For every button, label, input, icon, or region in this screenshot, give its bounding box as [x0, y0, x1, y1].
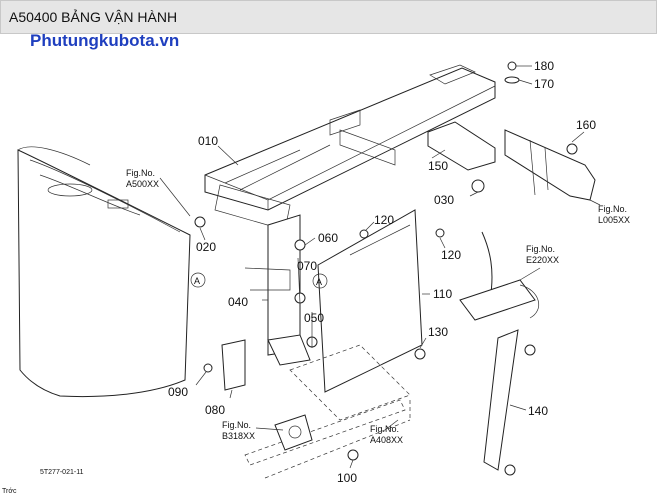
figref-b318-label: Fig.No. — [222, 420, 251, 430]
callout-020: 020 — [196, 240, 216, 254]
page-title: A50400 BẢNG VẬN HÀNH — [9, 9, 178, 25]
ref-mark-a-right: A — [312, 273, 328, 289]
bracket-040 — [244, 214, 311, 366]
svg-text:A: A — [194, 276, 200, 286]
figref-l005-label: Fig.No. — [598, 204, 627, 214]
bottom-frame-100 — [244, 399, 411, 479]
diagram-code: 5T277-021-11 — [40, 469, 84, 476]
figref-e220-code[interactable]: E220XX — [526, 255, 559, 265]
figref-l005-code[interactable]: L005XX — [598, 215, 630, 225]
callout-120-upper: 120 — [374, 213, 394, 227]
callout-100: 100 — [337, 471, 357, 485]
callout-070: 070 — [297, 259, 317, 273]
main-frame-010 — [204, 64, 496, 231]
figref-a500-label: Fig.No. — [126, 168, 155, 178]
bar-140 — [483, 329, 519, 471]
leader-lines — [159, 65, 601, 469]
figref-e220-label: Fig.No. — [526, 244, 555, 254]
figref-a500-code[interactable]: A500XX — [126, 179, 159, 189]
callout-050: 050 — [304, 311, 324, 325]
callout-160: 160 — [576, 118, 596, 132]
callout-040: 040 — [228, 295, 248, 309]
callout-120-lower: 120 — [441, 248, 461, 262]
assembly-outline — [289, 344, 411, 421]
callout-060: 060 — [318, 231, 338, 245]
callout-090: 090 — [168, 385, 188, 399]
ref-mark-a-left: A — [190, 272, 206, 288]
header-bar: A50400 BẢNG VẬN HÀNH — [0, 0, 657, 34]
bracket-150 — [427, 121, 496, 171]
bracket-160 — [504, 129, 596, 201]
lever-assembly — [459, 231, 540, 321]
figref-b318-code[interactable]: B318XX — [222, 431, 255, 441]
dashboard-cover — [17, 146, 191, 398]
watermark-text: Phutungkubota.vn — [30, 31, 180, 50]
callout-080: 080 — [205, 403, 225, 417]
switch-b318 — [274, 414, 313, 451]
figref-a408-label: Fig.No. — [370, 424, 399, 434]
svg-text:A: A — [316, 277, 322, 287]
callout-140: 140 — [528, 404, 548, 418]
corner-mark: Trớc — [2, 488, 17, 495]
callout-150: 150 — [428, 159, 448, 173]
callout-110: 110 — [433, 287, 452, 301]
callout-130: 130 — [428, 325, 448, 339]
callout-170: 170 — [534, 77, 554, 91]
callout-030: 030 — [434, 193, 454, 207]
callout-180: 180 — [534, 59, 554, 73]
bracket-080 — [221, 339, 246, 391]
figref-a408-code[interactable]: A408XX — [370, 435, 403, 445]
callout-010: 010 — [198, 134, 218, 148]
